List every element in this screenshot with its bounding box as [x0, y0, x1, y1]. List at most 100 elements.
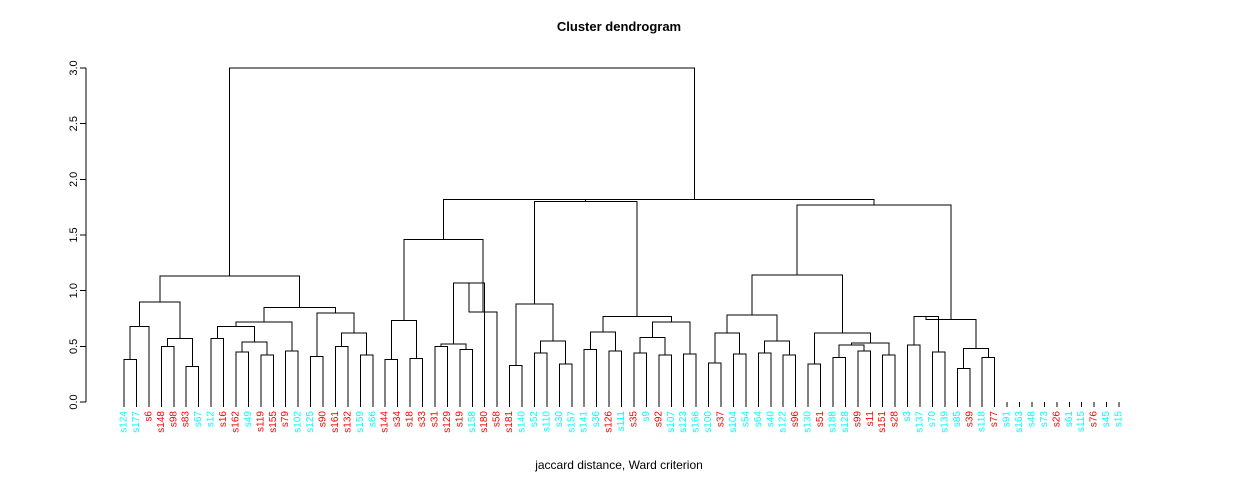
- leaf-label-s104[interactable]: s104: [728, 411, 739, 433]
- leaf-label-s64[interactable]: s64: [753, 411, 764, 428]
- leaf-label-s49[interactable]: s49: [243, 411, 254, 428]
- leaf-label-s180[interactable]: s180: [479, 411, 490, 433]
- leaf-label-s163[interactable]: s163: [1014, 411, 1025, 433]
- leaf-label-s76[interactable]: s76: [1089, 411, 1100, 428]
- leaf-label-s40[interactable]: s40: [765, 411, 776, 428]
- dendrogram-branch: [981, 356, 996, 402]
- y-tick-label: 3.0: [68, 60, 80, 75]
- leaf-label-s28[interactable]: s28: [890, 411, 901, 428]
- dendrogram-branch: [509, 364, 523, 402]
- leaf-label-s119[interactable]: s119: [255, 411, 266, 432]
- leaf-label-s188[interactable]: s188: [827, 411, 838, 433]
- leaf-label-s141[interactable]: s141: [579, 411, 590, 433]
- leaf-label-s15[interactable]: s15: [1114, 411, 1125, 428]
- dendrogram-branch: [390, 320, 417, 360]
- dendrogram-branch: [440, 343, 467, 350]
- leaf-label-s98[interactable]: s98: [168, 411, 179, 428]
- leaf-label-s158[interactable]: s158: [467, 411, 478, 433]
- dendrogram-branch: [732, 353, 747, 402]
- dendrogram-branch: [751, 274, 843, 333]
- leaf-label-s137[interactable]: s137: [915, 411, 926, 433]
- leaf-label-s132[interactable]: s132: [342, 411, 353, 433]
- leaf-label-s58[interactable]: s58: [492, 411, 503, 428]
- leaf-label-s124[interactable]: s124: [119, 411, 130, 433]
- leaf-label-s144[interactable]: s144: [380, 411, 391, 433]
- leaf-label-s102[interactable]: s102: [293, 411, 304, 433]
- leaf-label-s100[interactable]: s100: [703, 411, 714, 433]
- leaf-label-s48[interactable]: s48: [1026, 411, 1037, 428]
- leaf-label-s157[interactable]: s157: [566, 411, 577, 433]
- leaf-label-s151[interactable]: s151: [877, 411, 888, 433]
- dendrogram-branch: [434, 345, 448, 402]
- dendrogram-branch: [807, 363, 821, 402]
- leaf-label-s16[interactable]: s16: [218, 411, 229, 428]
- leaf-label-s37[interactable]: s37: [716, 411, 727, 428]
- y-axis: 0.00.51.01.52.02.53.0: [68, 60, 87, 410]
- leaf-label-s139[interactable]: s139: [939, 411, 950, 433]
- leaf-label-s159[interactable]: s159: [355, 411, 366, 433]
- leaf-label-s73[interactable]: s73: [1039, 411, 1050, 428]
- leaf-label-s118[interactable]: s118: [977, 411, 988, 432]
- leaf-label-s125[interactable]: s125: [305, 411, 316, 433]
- leaf-label-s128[interactable]: s128: [840, 411, 851, 433]
- leaf-label-s90[interactable]: s90: [318, 411, 329, 428]
- leaf-label-s161[interactable]: s161: [330, 411, 341, 433]
- leaf-label-s18[interactable]: s18: [405, 411, 416, 428]
- dendrogram-branch: [459, 349, 473, 402]
- leaf-label-s12[interactable]: s12: [206, 411, 217, 428]
- dendrogram-branch: [726, 314, 778, 341]
- leaf-label-s92[interactable]: s92: [653, 411, 664, 428]
- leaf-label-s181[interactable]: s181: [504, 411, 515, 433]
- leaf-label-s130[interactable]: s130: [803, 411, 814, 433]
- dendrogram-branch: [403, 238, 484, 321]
- leaf-label-s140[interactable]: s140: [517, 411, 528, 433]
- leaf-label-s148[interactable]: s148: [156, 411, 167, 433]
- leaf-label-s3[interactable]: s3: [902, 411, 913, 422]
- leaf-label-s36[interactable]: s36: [591, 411, 602, 428]
- leaf-label-s30[interactable]: s30: [554, 411, 565, 428]
- leaf-label-s123[interactable]: s123: [678, 411, 689, 433]
- leaf-label-s33[interactable]: s33: [417, 411, 428, 428]
- leaf-label-s110[interactable]: s110: [541, 411, 552, 432]
- dendrogram-branch: [764, 340, 790, 356]
- leaf-label-s99[interactable]: s99: [852, 411, 863, 428]
- leaf-label-s122[interactable]: s122: [778, 411, 789, 433]
- leaf-label-s162[interactable]: s162: [230, 411, 241, 433]
- leaf-label-s61[interactable]: s61: [1064, 411, 1075, 428]
- leaf-label-s79[interactable]: s79: [280, 411, 291, 428]
- leaf-label-s45[interactable]: s45: [1101, 411, 1112, 428]
- leaf-label-s111[interactable]: s111: [616, 411, 627, 432]
- leaf-label-s126[interactable]: s126: [604, 411, 615, 433]
- leaf-label-s96[interactable]: s96: [790, 411, 801, 428]
- dendrogram-branch: [285, 350, 299, 402]
- leaf-label-s35[interactable]: s35: [628, 411, 639, 428]
- leaf-label-s115[interactable]: s115: [1076, 411, 1087, 432]
- dendrogram-branch: [714, 332, 741, 364]
- leaf-label-s9[interactable]: s9: [641, 411, 652, 422]
- y-tick-label: 1.5: [68, 227, 80, 242]
- leaf-label-s70[interactable]: s70: [927, 411, 938, 428]
- leaf-label-s155[interactable]: s155: [268, 411, 279, 433]
- leaf-label-s166[interactable]: s166: [691, 411, 702, 433]
- dendrogram-branch: [913, 315, 940, 352]
- leaf-label-s107[interactable]: s107: [666, 411, 677, 433]
- leaf-label-s177[interactable]: s177: [131, 411, 142, 433]
- leaf-label-s66[interactable]: s66: [367, 411, 378, 428]
- leaf-label-s6[interactable]: s6: [143, 411, 154, 422]
- leaf-label-s77[interactable]: s77: [989, 411, 1000, 428]
- dendrogram-branch: [384, 359, 399, 402]
- leaf-label-s26[interactable]: s26: [1051, 411, 1062, 428]
- leaf-label-s67[interactable]: s67: [193, 411, 204, 428]
- leaf-label-s85[interactable]: s85: [952, 411, 963, 428]
- leaf-label-s51[interactable]: s51: [815, 411, 826, 428]
- leaf-label-s34[interactable]: s34: [392, 411, 403, 428]
- leaf-label-s39[interactable]: s39: [964, 411, 975, 428]
- leaf-label-s91[interactable]: s91: [1002, 411, 1013, 428]
- leaf-label-s52[interactable]: s52: [529, 411, 540, 428]
- leaf-label-s83[interactable]: s83: [181, 411, 192, 428]
- leaf-label-s11[interactable]: s11: [865, 411, 876, 427]
- leaf-label-s129[interactable]: s129: [442, 411, 453, 433]
- leaf-label-s54[interactable]: s54: [740, 411, 751, 428]
- leaf-label-s19[interactable]: s19: [454, 411, 465, 428]
- leaf-label-s31[interactable]: s31: [429, 411, 440, 428]
